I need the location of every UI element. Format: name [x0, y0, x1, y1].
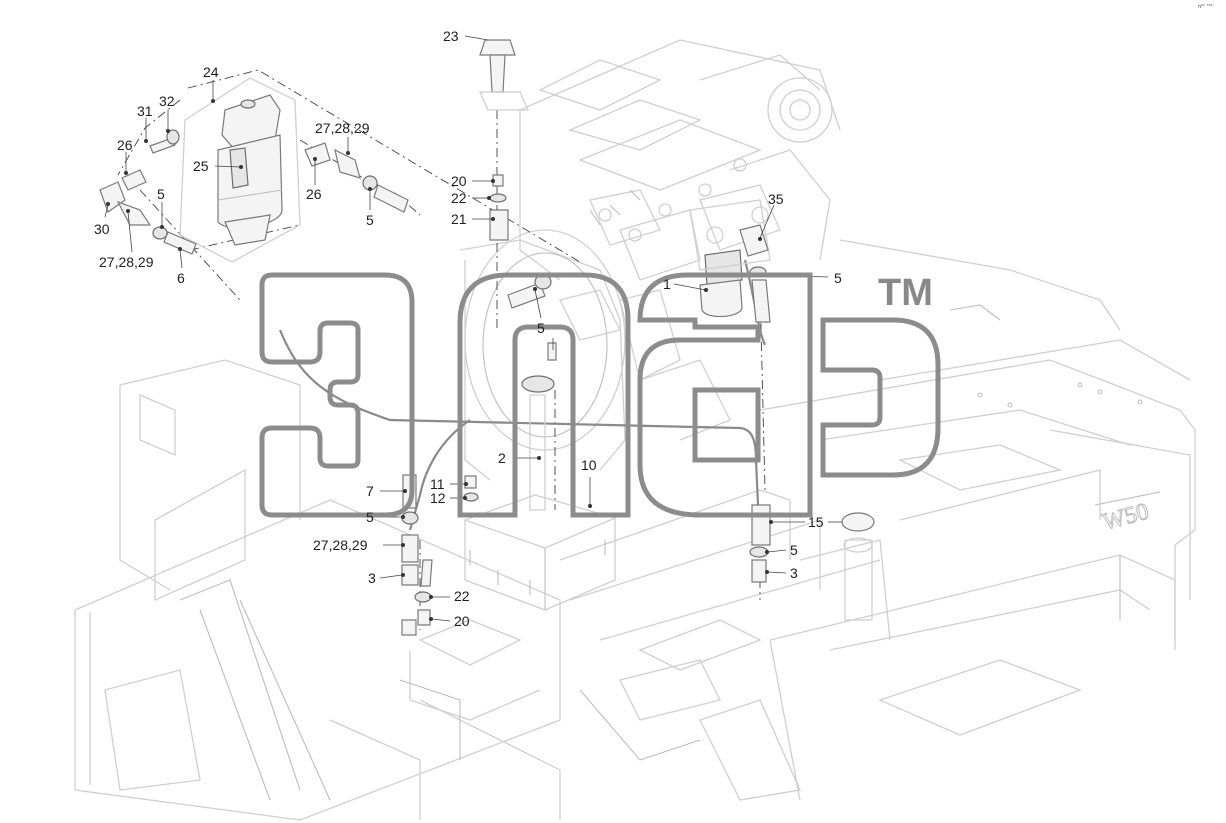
callout-3-left: 3 [368, 570, 376, 586]
fuel-filter-assembly [179, 77, 301, 263]
callout-26-left: 26 [117, 137, 133, 153]
callout-23: 23 [443, 28, 459, 44]
callout-2: 2 [498, 450, 506, 466]
callout-26-right: 26 [306, 186, 322, 202]
callout-24: 24 [203, 64, 219, 80]
callout-11: 11 [430, 476, 445, 492]
assembly-centerlines [117, 69, 766, 630]
frame-model-lettering: W50 [1100, 499, 1152, 536]
callout-25: 25 [193, 158, 209, 174]
leader-lines [104, 35, 842, 622]
machine-frame-linework: W50 [74, 39, 1196, 821]
callout-30: 30 [94, 221, 110, 237]
callout-10: 10 [581, 457, 597, 473]
callout-22-lower: 22 [454, 588, 470, 604]
callout-20-lower: 20 [454, 613, 470, 629]
callout-7: 7 [366, 483, 374, 499]
callout-1: 1 [663, 276, 671, 292]
callout-5-left: 5 [157, 186, 165, 202]
callout-32: 32 [159, 93, 175, 109]
callout-20-upper: 20 [451, 173, 467, 189]
callout-5-center: 5 [537, 320, 545, 336]
callout-35: 35 [768, 191, 784, 207]
callout-5-right: 5 [834, 270, 842, 286]
callout-5-upper-right: 5 [366, 212, 374, 228]
callout-labels: 23 24 31 32 27,28,29 26 25 26 5 5 30 27,… [94, 28, 842, 629]
callout-15: 15 [808, 514, 824, 530]
callout-5-lower-right: 5 [790, 542, 798, 558]
callout-5-lower-left: 5 [366, 509, 374, 525]
callout-27-28-29-left: 27,28,29 [99, 254, 154, 270]
callout-27-28-29-lower: 27,28,29 [313, 537, 368, 553]
callout-31: 31 [137, 103, 153, 119]
watermark-trademark: TM [878, 272, 933, 314]
callout-21: 21 [451, 211, 467, 227]
callout-22-upper: 22 [451, 190, 467, 206]
corner-mark: π³¹ ³³³ [1198, 4, 1213, 10]
callout-6: 6 [177, 270, 185, 286]
watermark-logo: TM [259, 272, 941, 518]
callout-3-right: 3 [790, 565, 798, 581]
callout-12: 12 [430, 490, 446, 506]
callout-27-28-29-upper: 27,28,29 [315, 120, 370, 136]
